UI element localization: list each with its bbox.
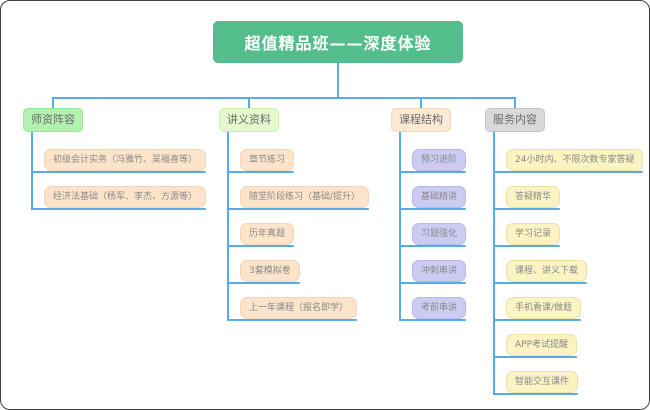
tree-row: APP考试提醒 [493, 334, 578, 358]
tree-row: 习题强化 [399, 223, 467, 247]
tree-row: 学习记录 [493, 223, 561, 247]
leaf-node[interactable]: 3套模拟卷 [240, 260, 300, 282]
leaf-node[interactable]: 答疑精华 [506, 186, 561, 208]
tree-row: 随堂阶段练习（基础/提升） [227, 186, 370, 210]
tree-row: 课程、讲义下载 [493, 260, 588, 284]
leaf-node[interactable]: 基础精讲 [412, 186, 467, 208]
leaf-node[interactable]: 学习记录 [506, 223, 561, 245]
leaf-node[interactable]: 预习进阶 [412, 149, 467, 171]
tree-row: 基础精讲 [399, 186, 467, 210]
tree-row: 上一年课程（报名即学） [227, 297, 358, 321]
leaf-node[interactable]: 24小时内、不限次数专家答疑 [506, 149, 644, 171]
tree-row: 24小时内、不限次数专家答疑 [493, 149, 644, 173]
connector-drop-materials [248, 97, 250, 109]
leaf-node[interactable]: 手机看课/做题 [506, 297, 582, 319]
tree-row: 历年真题 [227, 223, 295, 247]
leaf-node[interactable]: 课程、讲义下载 [506, 260, 588, 282]
leaf-node[interactable]: 上一年课程（报名即学） [240, 297, 358, 319]
leaf-node[interactable]: 考前串讲 [412, 297, 467, 319]
branch-structure-children: 预习进阶 基础精讲 习题强化 冲刺串讲 考前串讲 [399, 132, 467, 321]
tree-row: 初级会计实务（冯雅竹、吴福喜等） [31, 149, 207, 173]
branch-node-services[interactable]: 服务内容 [485, 108, 545, 132]
branch-services: 服务内容 24小时内、不限次数专家答疑 答疑精华 学习记录 课程、讲义下载 手机… [485, 108, 644, 395]
leaf-node[interactable]: 冲刺串讲 [412, 260, 467, 282]
leaf-node[interactable]: 智能交互课件 [506, 371, 579, 393]
leaf-node[interactable]: 习题强化 [412, 223, 467, 245]
leaf-node[interactable]: 随堂阶段练习（基础/提升） [240, 186, 370, 208]
tree-row: 智能交互课件 [493, 371, 579, 395]
tree-row: 经济法基础（杨军、李杰、方源等） [31, 186, 207, 210]
leaf-node[interactable]: 初级会计实务（冯雅竹、吴福喜等） [44, 149, 207, 171]
branch-node-faculty[interactable]: 师资阵容 [23, 108, 83, 132]
connector-drop-faculty [52, 97, 54, 109]
leaf-node[interactable]: APP考试提醒 [506, 334, 578, 356]
tree-row: 考前串讲 [399, 297, 467, 321]
tree-row: 预习进阶 [399, 149, 467, 173]
tree-row: 3套模拟卷 [227, 260, 300, 284]
connector-horizontal-bus [52, 97, 516, 99]
leaf-node[interactable]: 历年真题 [240, 223, 295, 245]
leaf-node[interactable]: 经济法基础（杨军、李杰、方源等） [44, 186, 207, 208]
branch-materials-children: 章节练习 随堂阶段练习（基础/提升） 历年真题 3套模拟卷 上一年课程（报名即学… [227, 132, 370, 321]
tree-row: 章节练习 [227, 149, 295, 173]
connector-drop-services [514, 97, 516, 109]
branch-services-children: 24小时内、不限次数专家答疑 答疑精华 学习记录 课程、讲义下载 手机看课/做题… [493, 132, 644, 395]
branch-node-materials[interactable]: 讲义资料 [219, 108, 279, 132]
leaf-node[interactable]: 章节练习 [240, 149, 295, 171]
branch-faculty-children: 初级会计实务（冯雅竹、吴福喜等） 经济法基础（杨军、李杰、方源等） [31, 132, 207, 210]
tree-row: 答疑精华 [493, 186, 561, 210]
branch-structure: 课程结构 预习进阶 基础精讲 习题强化 冲刺串讲 考前串讲 [391, 108, 467, 321]
branch-faculty: 师资阵容 初级会计实务（冯雅竹、吴福喜等） 经济法基础（杨军、李杰、方源等） [23, 108, 207, 210]
tree-row: 手机看课/做题 [493, 297, 582, 321]
connector-drop-structure [420, 97, 422, 109]
tree-row: 冲刺串讲 [399, 260, 467, 284]
branch-node-structure[interactable]: 课程结构 [391, 108, 451, 132]
root-node[interactable]: 超值精品班——深度体验 [213, 21, 463, 63]
branch-materials: 讲义资料 章节练习 随堂阶段练习（基础/提升） 历年真题 3套模拟卷 上一年课程… [219, 108, 370, 321]
connector-root-vertical [337, 63, 339, 98]
